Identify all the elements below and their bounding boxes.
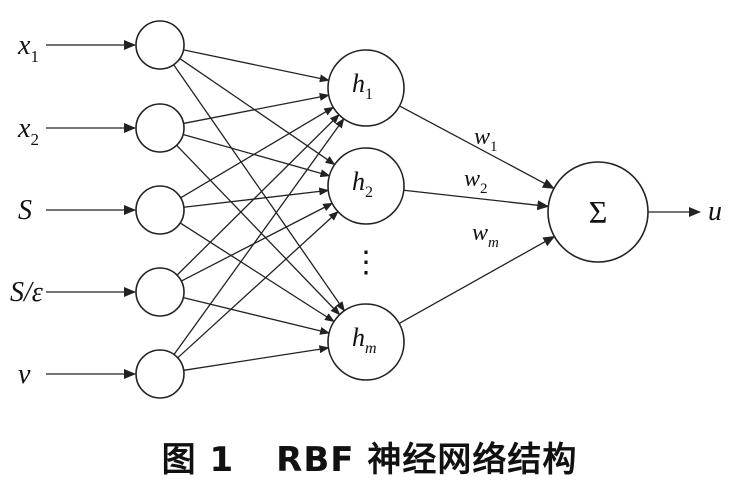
figure-number: 图 1 <box>161 440 235 480</box>
hidden-label-2: h2 <box>352 167 373 201</box>
weight-label-1: w1 <box>474 124 498 155</box>
edge-input5-hidden3 <box>183 345 330 371</box>
edge-hidden2-sum <box>403 189 550 211</box>
figure-title: RBF 神经网络结构 <box>276 440 578 480</box>
edge-input1-hidden1 <box>183 49 330 83</box>
input-label-3: S <box>18 195 32 226</box>
hidden-label-1: h1 <box>352 69 373 103</box>
output-label: u <box>708 196 722 227</box>
sum-node <box>547 161 649 263</box>
edges-layer <box>46 40 701 379</box>
figure-caption: 图 1 RBF 神经网络结构 <box>0 432 739 481</box>
input-label-1: x1 <box>17 30 39 66</box>
edge-input3-hidden3 <box>179 222 335 323</box>
edge-hidden1-sum <box>399 105 555 190</box>
edge-input1-hidden2 <box>179 58 336 166</box>
edge-input2-hidden1 <box>183 93 330 125</box>
edge-input3-hidden2 <box>183 187 330 208</box>
input-label-4: S/ε <box>10 277 43 308</box>
edge-input2-hidden2 <box>182 133 331 178</box>
input-node-2 <box>135 103 185 153</box>
hidden-node-2 <box>327 147 405 225</box>
edge-input1-hidden3 <box>173 64 345 312</box>
edge-input4-hidden1 <box>176 114 340 276</box>
nodes-layer <box>135 20 649 399</box>
edge-input3-hidden1 <box>180 106 335 199</box>
input-label-2: x2 <box>17 113 39 149</box>
hidden-node-3 <box>327 303 405 381</box>
input-node-1 <box>135 20 185 70</box>
input-label-5: v <box>18 359 31 390</box>
hidden-label-3: hm <box>352 323 377 357</box>
edge-input4-hidden2 <box>181 202 334 282</box>
edge-input5-hidden1 <box>173 118 345 355</box>
edge-input4-hidden3 <box>183 297 331 335</box>
hidden-node-1 <box>327 49 405 127</box>
input-node-3 <box>135 185 185 235</box>
edge-input5-hidden2 <box>177 210 339 359</box>
hidden-ellipsis: ⋮ <box>351 246 381 279</box>
edge-input2-hidden3 <box>176 144 341 316</box>
sum-symbol: Σ <box>589 194 608 230</box>
input-node-5 <box>135 349 185 399</box>
weight-label-3: wm <box>472 220 499 251</box>
weight-label-2: w2 <box>464 166 488 197</box>
input-node-4 <box>135 267 185 317</box>
edge-hidden3-sum <box>398 235 556 324</box>
